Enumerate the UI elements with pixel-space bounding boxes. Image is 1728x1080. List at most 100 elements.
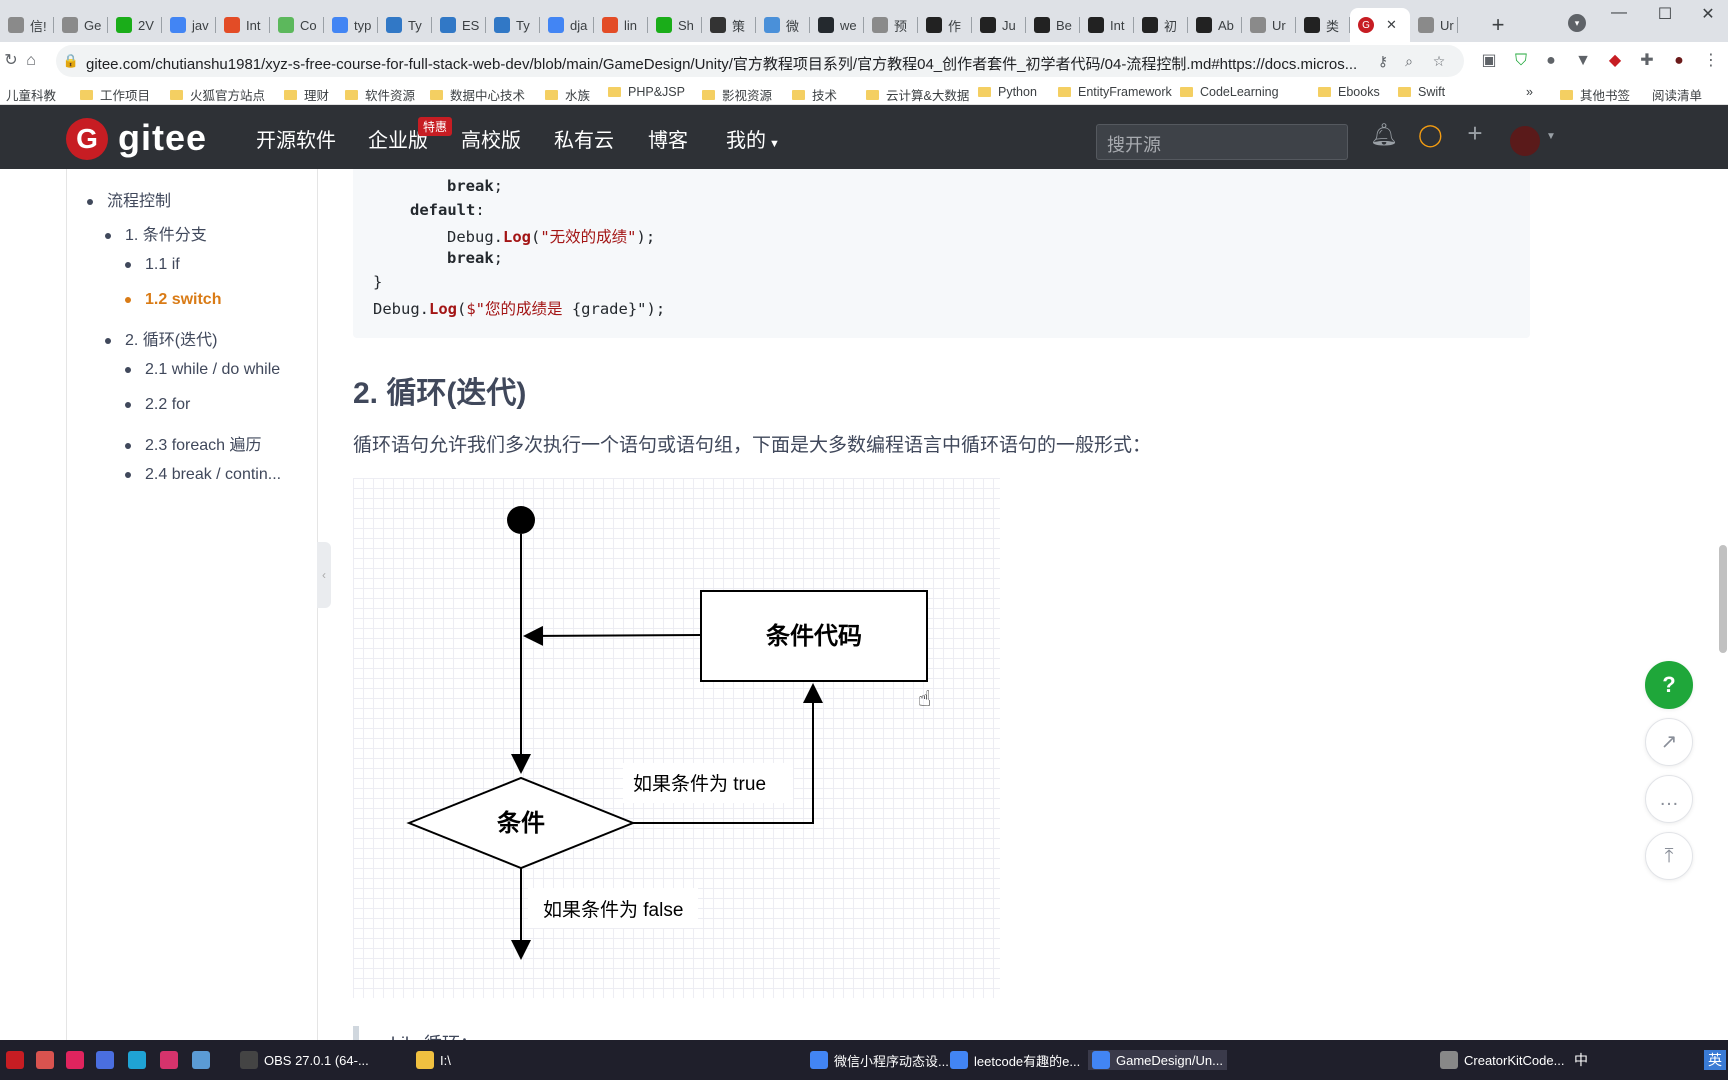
toc-item[interactable]: 2. 循环(迭代)	[105, 326, 217, 350]
reload-icon[interactable]: ↻	[4, 52, 18, 69]
user-avatar[interactable]	[1510, 126, 1540, 156]
bookmark-star-icon[interactable]: ☆	[1432, 53, 1446, 69]
close-window-button[interactable]: ✕	[1701, 6, 1715, 23]
minimize-button[interactable]: —	[1611, 4, 1627, 21]
browser-tab[interactable]: Sh	[648, 8, 702, 42]
nav-opensource[interactable]: 开源软件	[256, 130, 336, 152]
nav-mine[interactable]: 我的▼	[726, 124, 780, 153]
comment-button[interactable]: …	[1645, 775, 1693, 823]
gitee-logo-text[interactable]: gitee	[118, 117, 208, 158]
browser-tab[interactable]: Ge	[54, 8, 108, 42]
bookmark-item[interactable]: 影视资源	[702, 85, 772, 104]
tray-ime-en[interactable]: 英	[1704, 1050, 1726, 1070]
taskbar-window[interactable]: CreatorKitCode...	[1436, 1050, 1568, 1070]
nav-blog[interactable]: 博客	[648, 130, 688, 152]
browser-tab[interactable]: Ur	[1242, 8, 1296, 42]
bookmark-item[interactable]: 数据中心技术	[430, 85, 525, 104]
toc-item[interactable]: 2.3 foreach 遍历	[125, 431, 262, 455]
nav-education[interactable]: 高校版	[461, 130, 521, 152]
tray-ime-cn[interactable]: 中	[1574, 1052, 1588, 1068]
extension-icon[interactable]: ●	[1546, 52, 1556, 69]
bookmarks-more-button[interactable]: »	[1526, 85, 1533, 99]
browser-tab[interactable]: 信!	[0, 8, 54, 42]
plus-icon[interactable]: +	[1467, 118, 1483, 148]
bookmark-item[interactable]: Ebooks	[1318, 85, 1380, 99]
tab-search-icon[interactable]: ▾	[1568, 14, 1586, 32]
bookmark-item[interactable]: EntityFramework	[1058, 85, 1172, 99]
lock-icon[interactable]: 🔒	[62, 53, 80, 68]
browser-tab[interactable]: ES	[432, 8, 486, 42]
taskbar-app-icon[interactable]	[128, 1050, 152, 1070]
taskbar-app-icon[interactable]	[36, 1050, 60, 1070]
nav-private-cloud[interactable]: 私有云	[554, 130, 614, 152]
gitee-logo-icon[interactable]: G	[66, 118, 108, 160]
browser-tab[interactable]: 作	[918, 8, 972, 42]
taskbar-window[interactable]: 微信小程序动态设...	[806, 1050, 953, 1070]
taskbar-app-icon[interactable]	[160, 1050, 184, 1070]
browser-tab[interactable]: typ	[324, 8, 378, 42]
nav-enterprise[interactable]: 企业版	[368, 130, 428, 152]
browser-tab[interactable]: we	[810, 8, 864, 42]
browser-tab[interactable]: jav	[162, 8, 216, 42]
toc-item[interactable]: 2.2 for	[125, 396, 190, 414]
taskbar-app-icon[interactable]	[96, 1050, 120, 1070]
browser-tab[interactable]: Ju	[972, 8, 1026, 42]
share-button[interactable]: ↗	[1645, 718, 1693, 766]
bookmark-item[interactable]: Python	[978, 85, 1037, 99]
shield-icon[interactable]: ⛉	[1514, 52, 1527, 69]
browser-tab[interactable]: dja	[540, 8, 594, 42]
browser-tab[interactable]: Co	[270, 8, 324, 42]
taskbar-window[interactable]: leetcode有趣的e...	[946, 1050, 1084, 1070]
browser-tab[interactable]: Ty	[486, 8, 540, 42]
browser-tab[interactable]: Ab	[1188, 8, 1242, 42]
taskbar-window[interactable]: GameDesign/Un...	[1088, 1050, 1227, 1070]
extension-icon[interactable]: ◆	[1608, 52, 1622, 69]
bookmark-item[interactable]: 技术	[792, 85, 837, 104]
chevron-down-icon[interactable]: ▼	[1546, 131, 1556, 142]
new-tab-button[interactable]: +	[1491, 12, 1505, 37]
profile-avatar-icon[interactable]: ●	[1674, 52, 1684, 69]
browser-tab-active[interactable]: G✕	[1350, 8, 1410, 42]
browser-tab[interactable]: lin	[594, 8, 648, 42]
browser-tab[interactable]: 策	[702, 8, 756, 42]
back-to-top-button[interactable]: ⤒	[1645, 832, 1693, 880]
browser-tab[interactable]: Ur	[1410, 8, 1458, 42]
taskbar-app-icon[interactable]	[192, 1050, 216, 1070]
browser-tab[interactable]: 初	[1134, 8, 1188, 42]
browser-tab[interactable]: Ty	[378, 8, 432, 42]
extension-icon[interactable]: ▣	[1481, 52, 1497, 69]
start-icon[interactable]	[6, 1050, 30, 1070]
browser-tab[interactable]: 预	[864, 8, 918, 42]
extension-icon[interactable]: ▼	[1575, 52, 1591, 69]
other-bookmarks-folder[interactable]: 其他书签	[1560, 85, 1630, 104]
bookmark-item[interactable]: 理财	[284, 85, 329, 104]
bookmark-item[interactable]: 火狐官方站点	[170, 85, 265, 104]
bookmark-item[interactable]: 水族	[545, 85, 590, 104]
toc-item[interactable]: 流程控制	[87, 187, 171, 211]
toc-item[interactable]: 2.1 while / do while	[125, 361, 280, 379]
taskbar-app-icon[interactable]	[66, 1050, 90, 1070]
zoom-icon[interactable]: ⌕	[1405, 53, 1413, 69]
browser-tab[interactable]: 微	[756, 8, 810, 42]
help-button[interactable]: ?	[1645, 661, 1693, 709]
url-text[interactable]: gitee.com/chutianshu1981/xyz-s-free-cour…	[86, 56, 1358, 73]
taskbar-window[interactable]: OBS 27.0.1 (64-...	[236, 1050, 373, 1070]
toc-item[interactable]: 1. 条件分支	[105, 221, 207, 245]
bookmark-item[interactable]: 儿童科教	[6, 85, 56, 104]
page-scrollbar[interactable]	[1719, 545, 1727, 653]
browser-tab[interactable]: 类	[1296, 8, 1350, 42]
bookmark-item[interactable]: PHP&JSP	[608, 85, 685, 99]
close-tab-icon[interactable]: ✕	[1386, 17, 1397, 32]
toc-item[interactable]: 1.1 if	[125, 256, 180, 274]
taskbar-window[interactable]: I:\	[412, 1050, 455, 1070]
browser-tab[interactable]: Int	[216, 8, 270, 42]
nav-mine-label[interactable]: 我的	[726, 130, 766, 152]
bookmark-item[interactable]: 工作项目	[80, 85, 150, 104]
bookmark-item[interactable]: 云计算&大数据	[866, 85, 969, 104]
address-bar[interactable]: 🔒 gitee.com/chutianshu1981/xyz-s-free-co…	[56, 45, 1464, 77]
toc-item[interactable]: 1.2 switch	[125, 291, 221, 309]
bookmark-item[interactable]: 软件资源	[345, 85, 415, 104]
collapse-sidebar-button[interactable]: ‹	[317, 542, 331, 608]
menu-icon[interactable]: ⋮	[1703, 52, 1719, 69]
toc-item[interactable]: 2.4 break / contin...	[125, 466, 281, 484]
